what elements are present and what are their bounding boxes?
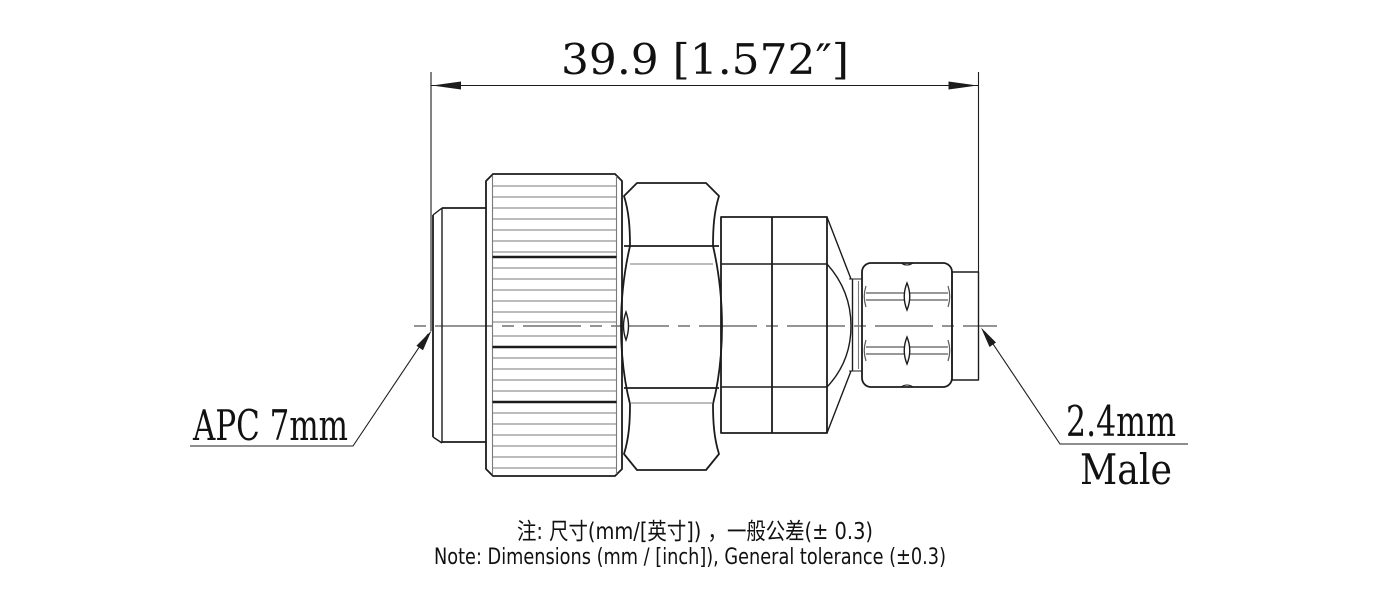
note-line-zh: 注: 尺寸(mm/[英寸]) ，一般公差(± 0.3) <box>517 519 873 545</box>
hex-edge-highlight <box>622 309 630 343</box>
hex-facet-lines <box>624 245 719 389</box>
taper-transition <box>826 216 862 434</box>
note-line-en: Note: Dimensions (mm / [inch]), General … <box>434 544 946 570</box>
notes-block: 注: 尺寸(mm/[英寸]) ，一般公差(± 0.3) Note: Dimens… <box>434 519 946 570</box>
size-2-4mm-label: 2.4mm <box>1066 397 1176 446</box>
hex-notches <box>900 262 914 388</box>
dimension-arrow-right-icon <box>948 81 978 90</box>
dome-curve <box>826 263 852 388</box>
leader-arrow-right-icon <box>981 327 996 347</box>
knurled-coupling-nut <box>485 173 623 477</box>
small-hex-nut <box>861 262 953 388</box>
apc-flange <box>432 207 486 444</box>
male-label: Male <box>1080 445 1172 494</box>
leader-arrow-left-icon <box>416 330 432 351</box>
dimension-arrow-left-icon <box>432 81 461 90</box>
apc-label-leader: APC 7mm <box>190 330 432 450</box>
overall-length-dimension: 39.9 [1.572″] <box>430 35 980 331</box>
body-section <box>720 216 828 434</box>
knurl-lines <box>492 185 617 469</box>
overall-length-label: 39.9 [1.572″] <box>561 35 849 84</box>
pin-barrel <box>951 271 980 381</box>
large-hex-nut <box>620 182 723 471</box>
apc-7mm-label: APC 7mm <box>192 401 348 450</box>
right-label-leader: 2.4mm Male <box>981 327 1188 494</box>
